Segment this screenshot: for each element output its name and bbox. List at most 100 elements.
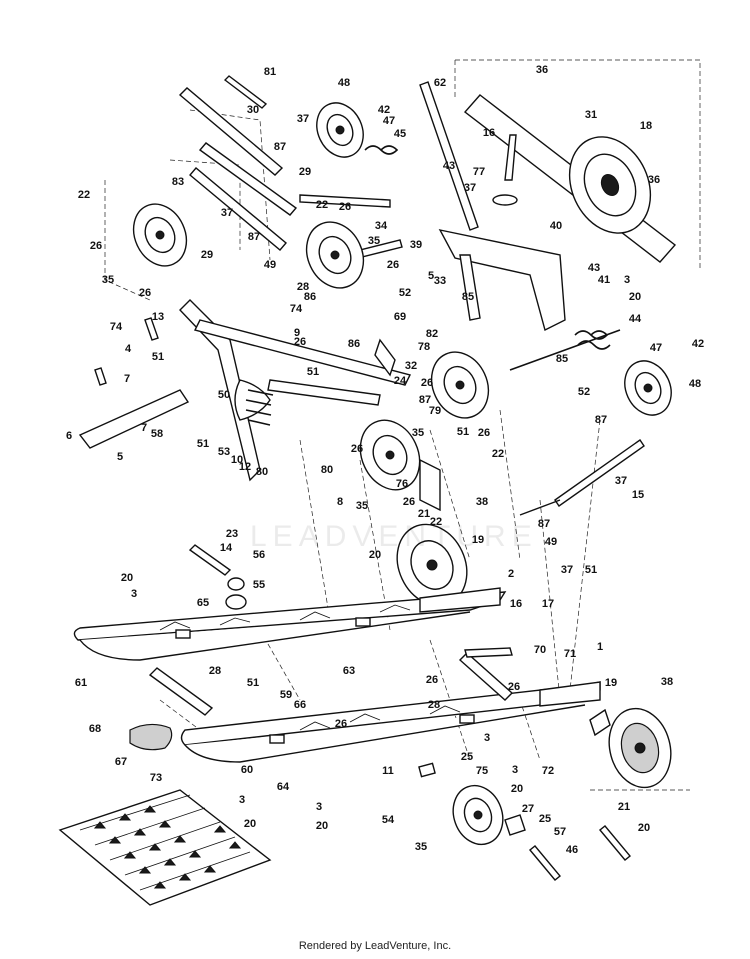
part-callout-64: 64 [277,781,290,793]
part-callout-28: 28 [209,665,221,677]
part-callout-51: 51 [247,677,259,689]
part-callout-87: 87 [419,394,431,406]
part-callout-21: 21 [618,801,630,813]
part-callout-37: 37 [464,182,476,194]
part-callout-49: 49 [264,259,276,271]
part-callout-67: 67 [115,756,127,768]
part-callout-80: 80 [321,464,333,476]
part-callout-76: 76 [396,478,408,490]
part-callout-13: 13 [152,311,164,323]
part-callout-37: 37 [221,207,233,219]
part-callout-22: 22 [78,189,90,201]
part-callout-55: 55 [253,579,265,591]
part-callout-73: 73 [150,772,162,784]
part-callout-44: 44 [629,313,642,325]
part-callout-42: 42 [378,104,390,116]
part-callout-38: 38 [661,676,673,688]
part-callout-38: 38 [476,496,488,508]
part-callout-74: 74 [110,321,123,333]
part-callout-80: 80 [256,466,268,478]
part-callout-35: 35 [356,500,368,512]
part-callout-59: 59 [280,689,292,701]
part-callout-14: 14 [220,542,233,554]
part-callout-17: 17 [542,598,554,610]
part-callout-37: 37 [561,564,573,576]
part-callout-26: 26 [421,377,433,389]
part-callout-26: 26 [478,427,490,439]
part-callout-6: 6 [66,430,72,442]
watermark: LEADVENTURE [250,520,538,553]
part-callout-57: 57 [554,826,566,838]
part-callout-52: 52 [578,386,590,398]
part-callout-36: 36 [648,174,660,186]
part-callout-52: 52 [399,287,411,299]
part-callout-87: 87 [595,414,607,426]
part-callout-20: 20 [638,822,650,834]
part-callout-10: 10 [231,454,243,466]
hardware-small-parts [94,75,631,881]
part-callout-51: 51 [457,426,469,438]
part-callout-3: 3 [624,274,630,286]
upper-pivot-bracket [374,229,566,377]
part-callout-26: 26 [426,674,438,686]
part-callout-33: 33 [434,275,446,287]
part-callout-29: 29 [201,249,213,261]
part-callout-26: 26 [90,240,102,252]
part-callout-47: 47 [650,342,662,354]
part-callout-26: 26 [139,287,151,299]
part-callout-23: 23 [226,528,238,540]
part-callout-45: 45 [394,128,406,140]
part-callout-15: 15 [632,489,644,501]
part-callout-25: 25 [539,813,551,825]
part-callout-85: 85 [462,291,474,303]
part-callout-20: 20 [244,818,256,830]
part-callout-65: 65 [197,597,209,609]
idler-wheels [132,102,672,846]
part-callout-12: 12 [239,461,251,473]
part-callout-2: 2 [508,568,514,580]
part-callout-66: 66 [294,699,306,711]
part-callout-26: 26 [294,336,306,348]
part-callout-7: 7 [124,373,130,385]
part-callout-83: 83 [172,176,184,188]
part-callout-30: 30 [247,104,259,116]
part-callout-62: 62 [434,77,446,89]
part-callout-3: 3 [239,794,245,806]
part-callout-47: 47 [383,115,395,127]
part-callout-5: 5 [428,270,434,282]
part-callout-28: 28 [297,281,309,293]
part-callout-20: 20 [629,291,641,303]
torsion-springs [364,145,621,371]
part-callout-26: 26 [387,259,399,271]
part-callout-87: 87 [538,518,550,530]
part-callout-42: 42 [692,338,704,350]
part-callout-3: 3 [131,588,137,600]
part-callout-51: 51 [585,564,597,576]
part-callout-4: 4 [125,343,132,355]
part-callout-79: 79 [429,405,441,417]
part-callout-20: 20 [511,783,523,795]
part-callout-18: 18 [640,120,652,132]
part-callout-82: 82 [426,328,438,340]
part-callout-3: 3 [316,801,322,813]
part-callout-29: 29 [299,166,311,178]
part-callout-20: 20 [369,549,381,561]
part-callout-43: 43 [443,160,455,172]
part-callout-46: 46 [566,844,578,856]
part-callout-39: 39 [410,239,422,251]
part-callout-9: 9 [294,327,300,339]
part-callout-8: 8 [337,496,343,508]
part-callout-1: 1 [597,641,603,653]
part-callout-26: 26 [403,496,415,508]
part-callout-24: 24 [394,375,407,387]
part-callout-16: 16 [510,598,522,610]
part-callout-77: 77 [473,166,485,178]
left-slide-rail [73,587,507,661]
part-callout-35: 35 [368,235,380,247]
part-callout-20: 20 [316,820,328,832]
part-callout-34: 34 [375,220,388,232]
part-callout-22: 22 [492,448,504,460]
part-callout-43: 43 [588,262,600,274]
part-callout-50: 50 [218,389,230,401]
part-callout-36: 36 [536,64,548,76]
